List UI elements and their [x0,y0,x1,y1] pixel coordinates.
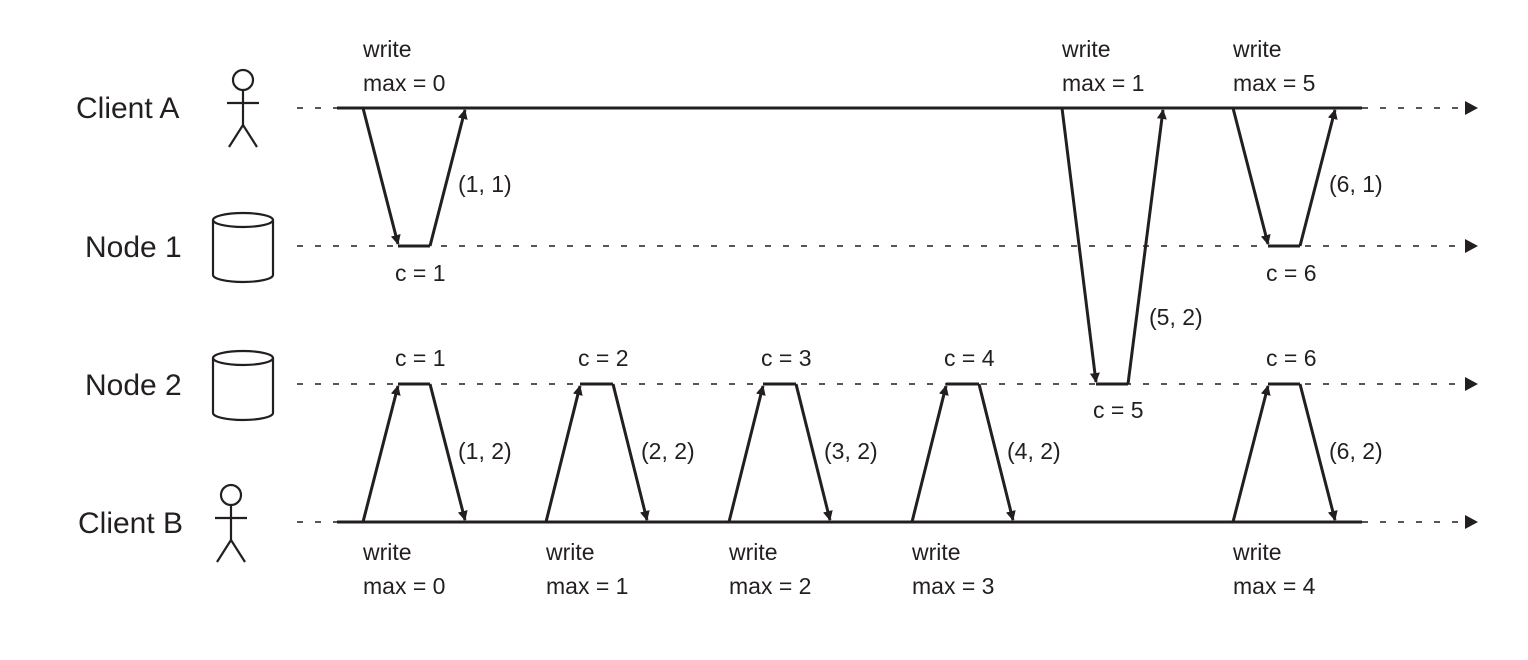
response-arrow [428,383,468,521]
node-1-timeline [297,239,1478,253]
client-b-label: Client B [78,507,183,540]
request-arrow [361,107,401,245]
request-arrow [1231,107,1271,245]
write-op-label: write [1061,36,1111,62]
write-op-label: write [362,539,412,565]
request-arrow [910,385,949,523]
node-2-label: Node 2 [85,369,182,402]
response-timestamp: (2, 2) [641,438,695,464]
write-max-label: max = 5 [1233,70,1315,96]
counter-label: c = 1 [395,260,446,286]
counter-label: c = 6 [1266,345,1317,371]
response-arrow [611,383,650,521]
response-timestamp: (4, 2) [1007,438,1061,464]
write-op-label: write [545,539,595,565]
response-arrow [1298,383,1338,521]
write-max-label: max = 3 [912,573,994,599]
request-arrow [544,385,583,523]
node-1-label: Node 1 [85,231,182,264]
node-2-timeline [297,377,1478,391]
response-timestamp: (1, 1) [458,171,512,197]
client-a-person-icon [227,68,259,148]
write-max-label: max = 2 [729,573,811,599]
write-max-label: max = 4 [1233,573,1316,599]
request-arrow [727,385,766,523]
response-timestamp: (6, 2) [1329,438,1383,464]
write-max-label: max = 1 [546,573,628,599]
write-op-label: write [1232,539,1282,565]
counter-label: c = 6 [1266,260,1317,286]
request-arrow [1231,385,1271,523]
response-arrow [1126,109,1167,385]
node-2-database-icon [211,349,275,422]
client-a-timeline [297,101,1478,115]
write-max-label: max = 1 [1062,70,1144,96]
write-max-label: max = 0 [363,573,445,599]
counter-label: c = 2 [578,345,629,371]
write-op-label: write [362,36,412,62]
response-arrow [794,383,833,521]
response-timestamp: (6, 1) [1329,171,1383,197]
response-arrow [428,109,468,247]
write-max-label: max = 0 [363,70,445,96]
counter-label: c = 4 [944,345,995,371]
request-arrow [1060,107,1100,383]
response-arrow [1298,109,1338,247]
request-arrow [361,385,401,523]
write-op-label: write [1232,36,1282,62]
node-1-database-icon [211,211,275,284]
client-a-label: Client A [76,92,179,125]
client-b-person-icon [215,483,247,563]
counter-label: c = 5 [1093,397,1144,423]
response-arrow [977,383,1016,521]
response-timestamp: (1, 2) [458,438,512,464]
write-op-label: write [728,539,778,565]
response-timestamp: (5, 2) [1149,304,1203,330]
write-op-label: write [911,539,961,565]
response-timestamp: (3, 2) [824,438,878,464]
counter-label: c = 3 [761,345,812,371]
client-b-timeline [297,515,1478,529]
counter-label: c = 1 [395,345,446,371]
